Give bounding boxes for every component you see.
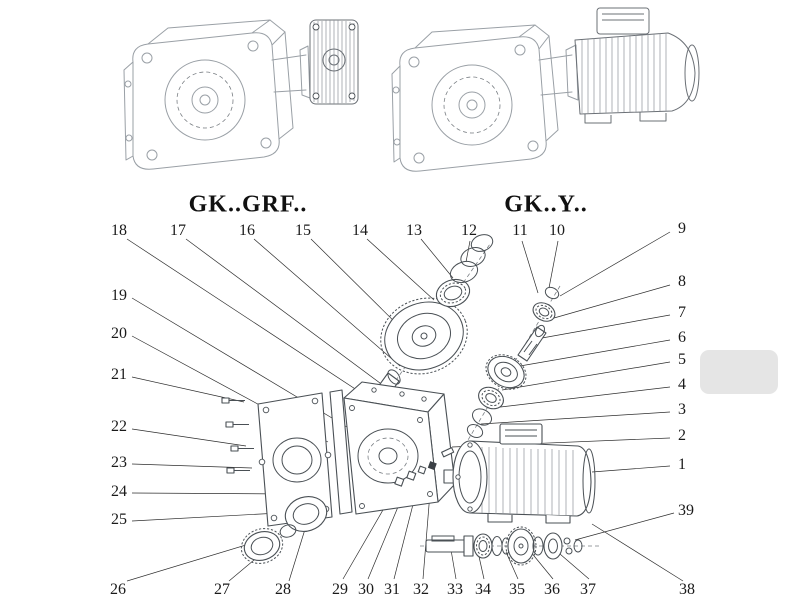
callout-15: 15 xyxy=(295,222,311,239)
callout-5: 5 xyxy=(678,351,686,368)
callout-3: 3 xyxy=(678,401,686,418)
callout-34: 34 xyxy=(475,581,491,598)
callout-4: 4 xyxy=(678,376,686,393)
circlip-input xyxy=(544,286,560,300)
callout-19: 19 xyxy=(111,287,127,304)
shim-ring xyxy=(279,524,297,538)
callout-25: 25 xyxy=(111,511,127,528)
callout-23: 23 xyxy=(111,454,127,471)
flange-bolts xyxy=(221,397,254,474)
callout-17: 17 xyxy=(170,222,186,239)
callout-38: 38 xyxy=(679,581,695,598)
gasket xyxy=(329,389,353,515)
callout-35: 35 xyxy=(509,581,525,598)
callout-24: 24 xyxy=(111,483,127,500)
callout-31: 31 xyxy=(384,581,400,598)
callout-1: 1 xyxy=(678,456,686,473)
callout-30: 30 xyxy=(358,581,374,598)
callout-6: 6 xyxy=(678,329,686,346)
callout-27: 27 xyxy=(214,581,230,598)
washer-input xyxy=(471,408,493,426)
gear-housing xyxy=(343,381,456,515)
toothed-shim-pack xyxy=(240,528,284,564)
illustration-gk-grf xyxy=(123,19,359,170)
input-pinion xyxy=(517,324,547,362)
callout-22: 22 xyxy=(111,418,127,435)
retaining-ring xyxy=(470,234,494,252)
exploded-view xyxy=(221,234,596,566)
intermediate-gear xyxy=(485,354,527,390)
callout-18: 18 xyxy=(111,222,127,239)
output-shaft-assembly xyxy=(425,526,583,566)
callout-26: 26 xyxy=(110,581,126,598)
title-gk-y: GK..Y.. xyxy=(504,191,588,218)
callout-11: 11 xyxy=(512,222,528,239)
callout-8: 8 xyxy=(678,273,686,290)
callout-36: 36 xyxy=(544,581,560,598)
bearing-cover xyxy=(284,496,328,532)
callout-13: 13 xyxy=(406,222,422,239)
big-gear xyxy=(380,297,468,375)
callout-37: 37 xyxy=(580,581,596,598)
seal-ring xyxy=(460,247,486,267)
callout-14: 14 xyxy=(352,222,368,239)
electric-motor xyxy=(443,423,596,524)
callout-33: 33 xyxy=(447,581,463,598)
callout-10: 10 xyxy=(549,222,565,239)
callout-39: 39 xyxy=(678,502,694,519)
callout-29: 29 xyxy=(332,581,348,598)
watermark xyxy=(700,350,778,394)
illustration-gk-y xyxy=(391,7,700,172)
callout-16: 16 xyxy=(239,222,255,239)
bearing-lower-input xyxy=(478,386,504,410)
callout-28: 28 xyxy=(275,581,291,598)
callout-7: 7 xyxy=(678,304,686,321)
title-gk-grf: GK..GRF.. xyxy=(188,191,308,218)
bearing-input xyxy=(532,302,556,322)
circlip-upper xyxy=(449,260,479,284)
callout-2: 2 xyxy=(678,427,686,444)
bearing-upper xyxy=(435,278,471,308)
callout-20: 20 xyxy=(111,325,127,342)
callout-32: 32 xyxy=(413,581,429,598)
mounting-flange xyxy=(257,392,333,527)
callout-12: 12 xyxy=(461,222,477,239)
callout-9: 9 xyxy=(678,220,686,237)
callout-21: 21 xyxy=(111,366,127,383)
coupling-fasteners xyxy=(394,447,455,487)
circlip-lower xyxy=(466,424,484,438)
